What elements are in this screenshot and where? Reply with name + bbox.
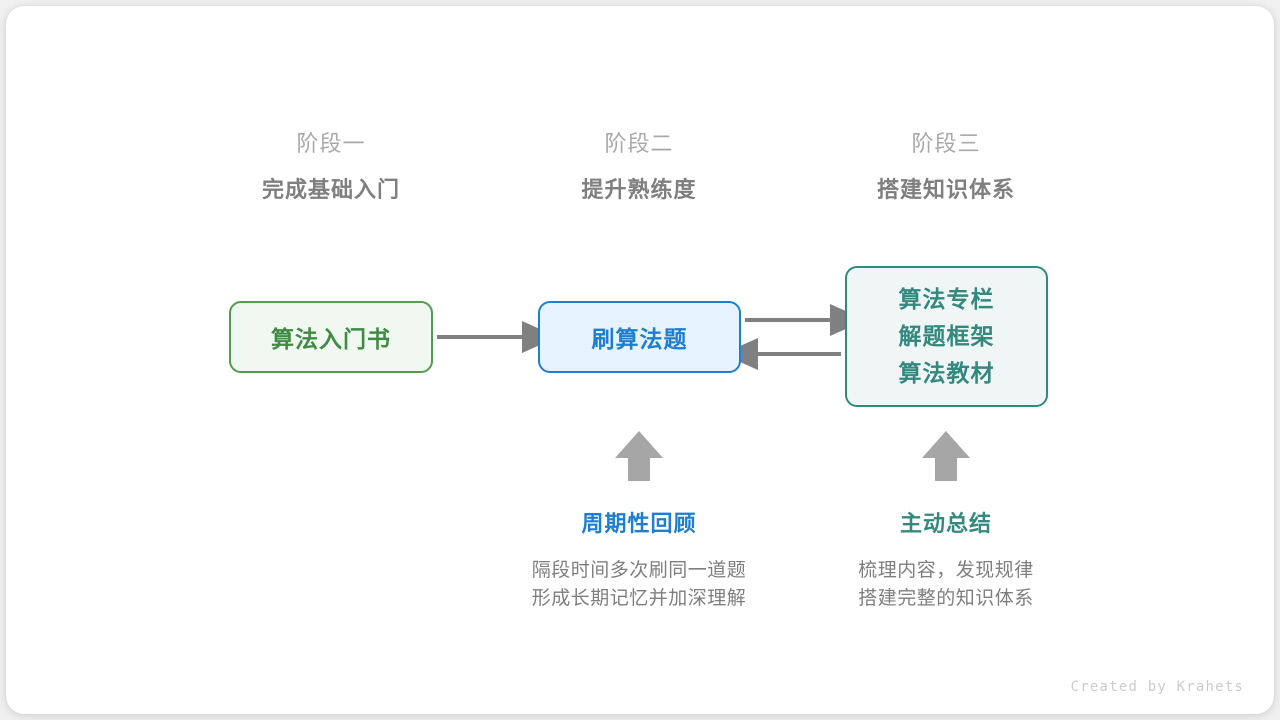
credit-text: Created by Krahets — [1070, 679, 1244, 695]
node-practice-label: 刷算法题 — [591, 326, 688, 352]
stage-3-title: 搭建知识体系 — [876, 177, 1015, 202]
note-summary-title: 主动总结 — [899, 511, 992, 536]
note-review-line-1: 隔段时间多次刷同一道题 — [531, 560, 747, 581]
node-book[interactable]: 算法入门书 — [229, 301, 433, 373]
note-review-line-2: 形成长期记忆并加深理解 — [531, 588, 747, 609]
note-summary-body: 梳理内容，发现规律 搭建完整的知识体系 — [796, 557, 1096, 613]
node-resources-line-2: 解题框架 — [898, 323, 995, 349]
stage-header-1: 阶段一 完成基础入门 — [201, 129, 461, 205]
note-review-body: 隔段时间多次刷同一道题 形成长期记忆并加深理解 — [489, 557, 789, 613]
node-resources-line-3: 算法教材 — [898, 360, 995, 386]
node-resources-line-1: 算法专栏 — [898, 286, 995, 312]
stage-2-name: 阶段二 — [604, 131, 674, 156]
note-summary: 主动总结 梳理内容，发现规律 搭建完整的知识体系 — [796, 509, 1096, 613]
node-resources[interactable]: 算法专栏 解题框架 算法教材 — [845, 266, 1048, 407]
stage-2-title: 提升熟练度 — [581, 177, 697, 202]
note-summary-line-1: 梳理内容，发现规律 — [858, 560, 1034, 581]
stage-header-3: 阶段三 搭建知识体系 — [816, 129, 1076, 205]
node-practice[interactable]: 刷算法题 — [538, 301, 741, 373]
note-review-title: 周期性回顾 — [581, 511, 697, 536]
stage-1-title: 完成基础入门 — [261, 177, 400, 202]
stage-3-name: 阶段三 — [911, 131, 981, 156]
note-summary-line-2: 搭建完整的知识体系 — [858, 588, 1034, 609]
stage-1-name: 阶段一 — [296, 131, 366, 156]
node-book-label: 算法入门书 — [271, 326, 391, 352]
stage-header-2: 阶段二 提升熟练度 — [509, 129, 769, 205]
note-review: 周期性回顾 隔段时间多次刷同一道题 形成长期记忆并加深理解 — [489, 509, 789, 613]
